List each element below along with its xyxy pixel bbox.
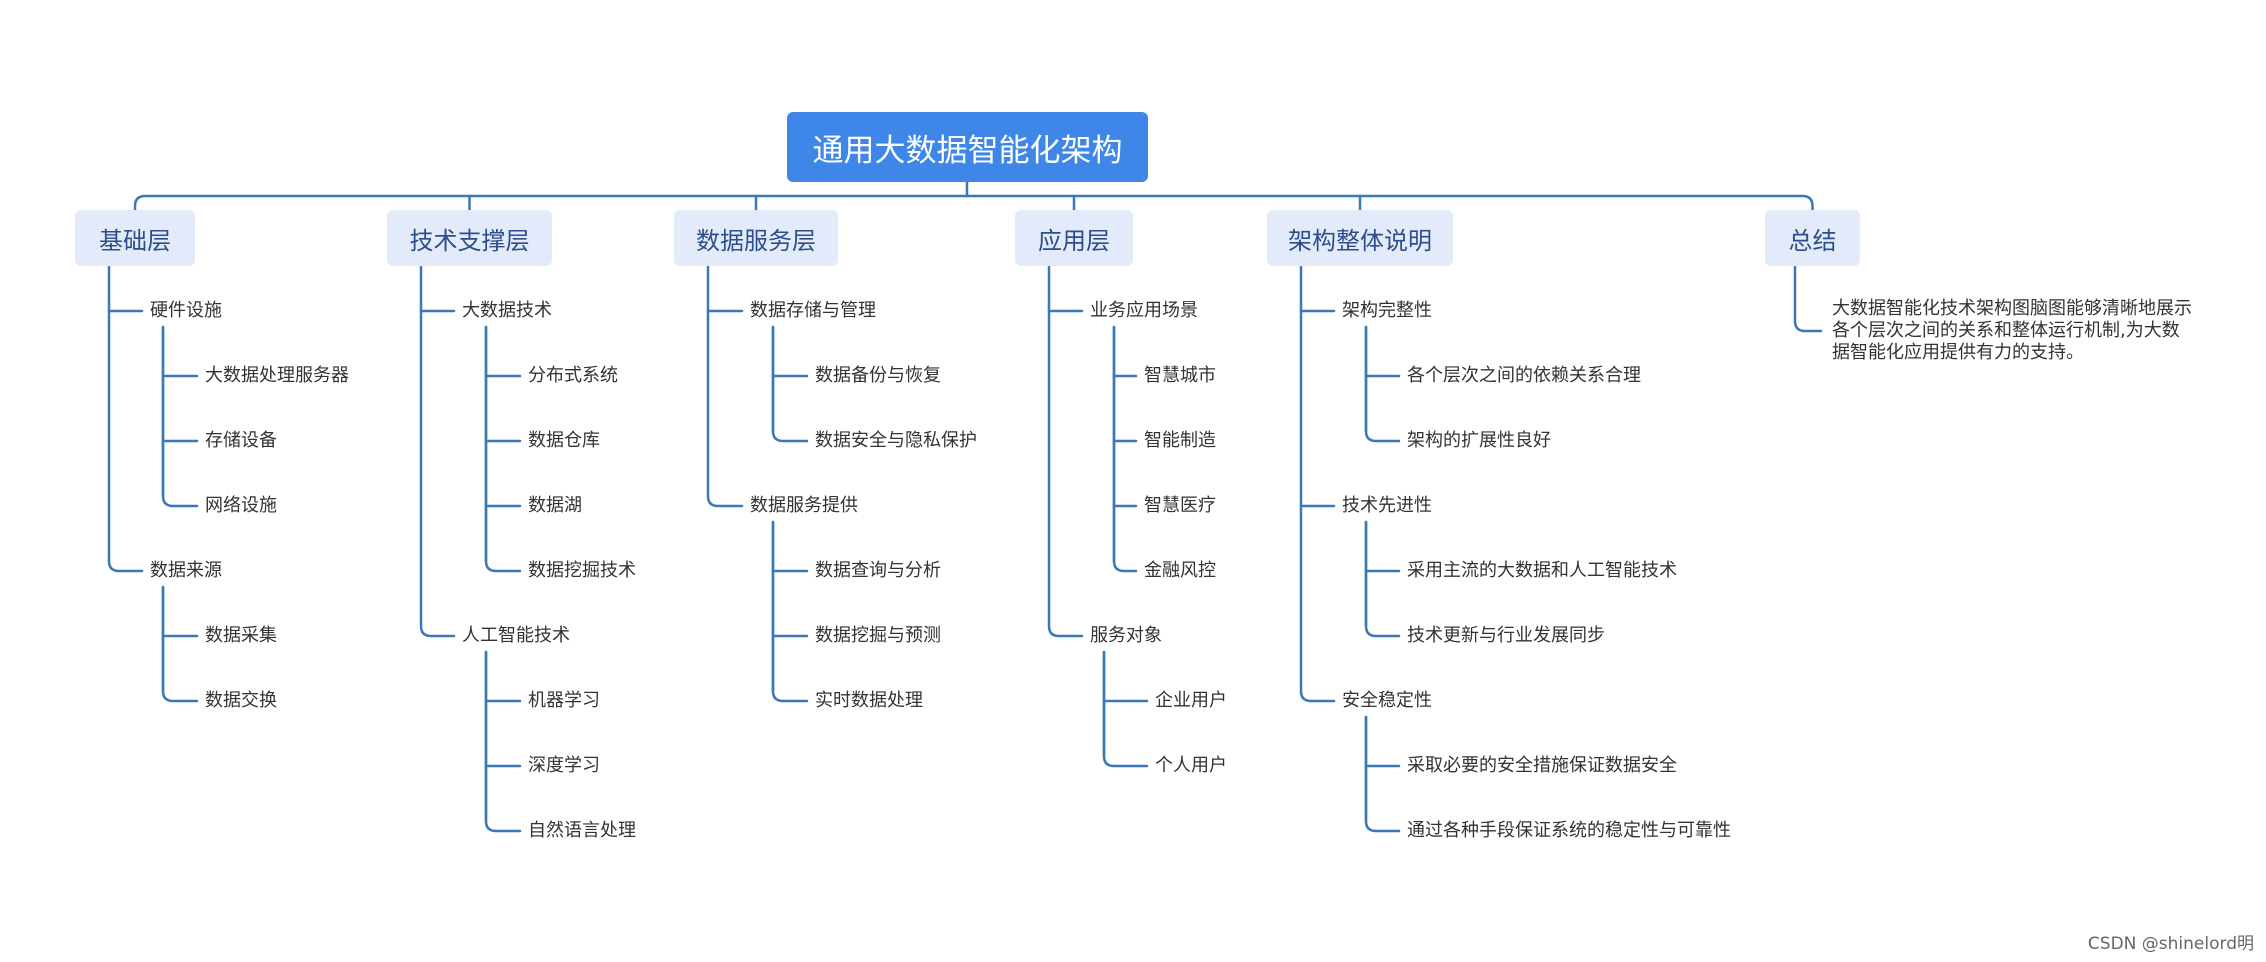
column-node: 技术支撑层 — [387, 210, 552, 266]
connector-line — [419, 264, 456, 638]
group-label: 数据来源 — [150, 560, 222, 581]
item-label: 存储设备 — [205, 430, 277, 451]
column-label: 架构整体说明 — [1288, 226, 1432, 255]
summary-line: 据智能化应用提供有力的支持。 — [1832, 342, 2084, 363]
item-label: 各个层次之间的依赖关系合理 — [1407, 365, 1641, 386]
connector-line — [161, 585, 199, 703]
connector-line — [1364, 325, 1401, 443]
item-label: 金融风控 — [1144, 560, 1216, 581]
group-label: 架构完整性 — [1342, 300, 1432, 321]
item-label: 企业用户 — [1155, 690, 1227, 711]
item-label: 架构的扩展性良好 — [1407, 430, 1551, 451]
group-label: 服务对象 — [1090, 625, 1162, 646]
item-label: 智能制造 — [1144, 430, 1216, 451]
watermark: CSDN @shinelord明 — [2087, 934, 2254, 954]
connector-line — [161, 325, 199, 508]
connector-line — [484, 325, 522, 573]
group-label: 大数据技术 — [462, 300, 552, 321]
group-label: 数据服务提供 — [750, 495, 858, 516]
column-label: 基础层 — [99, 226, 171, 255]
column-node: 数据服务层 — [674, 210, 838, 266]
item-label: 个人用户 — [1155, 755, 1227, 776]
connector-line — [771, 520, 809, 703]
item-label: 智慧城市 — [1144, 365, 1216, 386]
connector-line — [1364, 520, 1401, 638]
column-node: 应用层 — [1015, 210, 1133, 266]
item-label: 数据交换 — [205, 690, 277, 711]
item-label: 实时数据处理 — [815, 690, 923, 711]
connector-line — [1364, 715, 1401, 833]
column-node: 总结 — [1765, 210, 1860, 266]
item-label: 数据仓库 — [528, 430, 600, 451]
column-label: 数据服务层 — [696, 226, 816, 255]
group-label: 数据存储与管理 — [750, 300, 876, 321]
connector-line — [1112, 325, 1138, 573]
connector-line — [706, 264, 744, 508]
connector-line — [484, 650, 522, 833]
connector-line — [1299, 264, 1336, 703]
item-label: 采取必要的安全措施保证数据安全 — [1407, 755, 1677, 776]
item-label: 机器学习 — [528, 690, 600, 711]
column-label: 总结 — [1788, 226, 1837, 255]
item-label: 智慧医疗 — [1144, 495, 1216, 516]
connector-line — [133, 194, 1814, 212]
root-title: 通用大数据智能化架构 — [812, 132, 1123, 169]
group-label: 人工智能技术 — [462, 625, 570, 646]
column-node: 架构整体说明 — [1267, 210, 1453, 266]
item-label: 通过各种手段保证系统的稳定性与可靠性 — [1407, 820, 1731, 841]
column-label: 技术支撑层 — [409, 226, 530, 255]
item-label: 网络设施 — [205, 495, 277, 516]
item-label: 数据湖 — [528, 495, 582, 516]
connector-line — [107, 264, 144, 573]
item-label: 数据挖掘技术 — [528, 560, 636, 581]
summary-line: 大数据智能化技术架构图脑图能够清晰地展示 — [1832, 298, 2192, 319]
connector-line — [1102, 650, 1149, 768]
item-label: 数据备份与恢复 — [815, 365, 941, 386]
item-label: 数据挖掘与预测 — [815, 625, 941, 646]
item-label: 大数据处理服务器 — [205, 365, 349, 386]
item-label: 分布式系统 — [528, 365, 618, 386]
group-label: 业务应用场景 — [1090, 300, 1198, 321]
item-label: 深度学习 — [528, 755, 600, 776]
column-label: 应用层 — [1038, 226, 1110, 255]
connector-line — [1793, 264, 1823, 333]
item-label: 数据查询与分析 — [815, 560, 941, 581]
item-label: 数据采集 — [205, 625, 277, 646]
connector-line — [1047, 264, 1084, 638]
item-label: 数据安全与隐私保护 — [815, 430, 977, 451]
item-label: 技术更新与行业发展同步 — [1407, 625, 1605, 646]
item-label: 采用主流的大数据和人工智能技术 — [1407, 560, 1677, 581]
summary-line: 各个层次之间的关系和整体运行机制,为大数 — [1832, 320, 2180, 341]
item-label: 自然语言处理 — [528, 820, 636, 841]
connector-line — [771, 325, 809, 443]
column-node: 基础层 — [75, 210, 195, 266]
root-node: 通用大数据智能化架构 — [787, 112, 1148, 182]
group-label: 技术先进性 — [1342, 495, 1432, 516]
group-label: 安全稳定性 — [1342, 690, 1432, 711]
summary-text: 大数据智能化技术架构图脑图能够清晰地展示 各个层次之间的关系和整体运行机制,为大… — [1832, 298, 2192, 364]
group-label: 硬件设施 — [150, 300, 222, 321]
